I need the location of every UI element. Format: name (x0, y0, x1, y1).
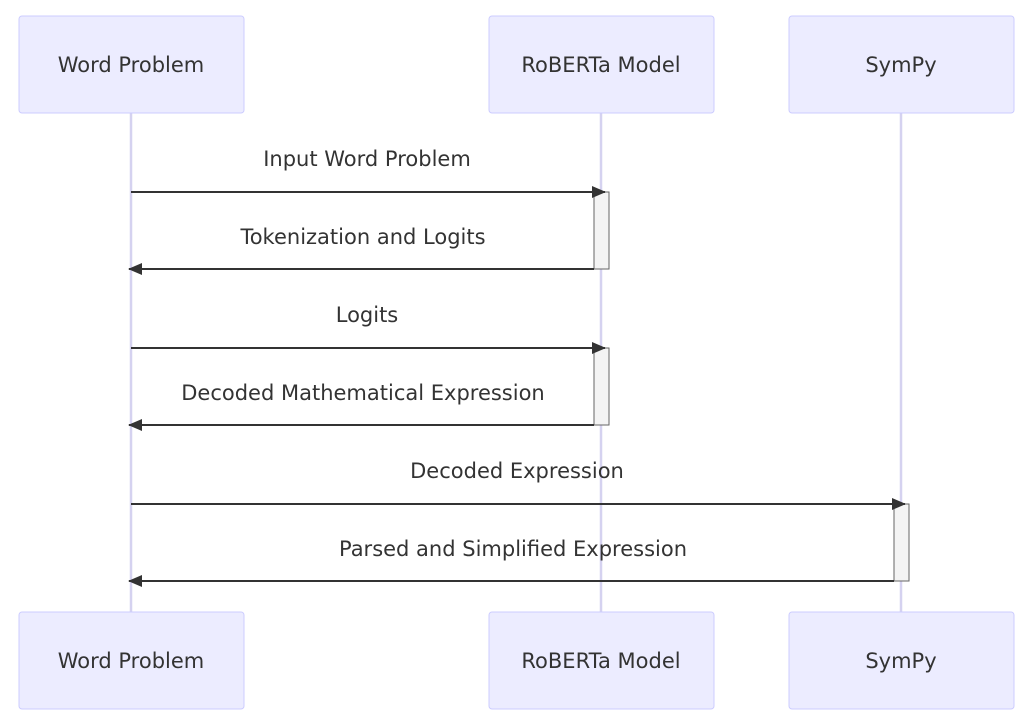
message-1: Input Word Problem (131, 147, 606, 198)
activation-roberta-2 (593, 347, 610, 426)
message-3: Logits (131, 303, 606, 354)
message-2: Tokenization and Logits (128, 225, 594, 275)
actor-top-sympy: SymPy (788, 15, 1015, 114)
actor-top-roberta-model: RoBERTa Model (488, 15, 715, 114)
message-label: Tokenization and Logits (239, 225, 485, 249)
actor-bottom-word-problem: Word Problem (18, 611, 245, 710)
actor-label: SymPy (865, 53, 936, 77)
actor-top-word-problem: Word Problem (18, 15, 245, 114)
actor-label: RoBERTa Model (521, 53, 680, 77)
message-6: Parsed and Simplified Expression (128, 537, 894, 587)
message-label: Parsed and Simplified Expression (339, 537, 687, 561)
actor-label: SymPy (865, 649, 936, 673)
activation-roberta-1 (593, 191, 610, 270)
message-label: Logits (336, 303, 399, 327)
message-label: Decoded Mathematical Expression (181, 381, 545, 405)
message-label: Input Word Problem (263, 147, 471, 171)
actor-bottom-sympy: SymPy (788, 611, 1015, 710)
actor-label: Word Problem (58, 649, 205, 673)
message-label: Decoded Expression (410, 459, 624, 483)
message-4: Decoded Mathematical Expression (128, 381, 594, 431)
message-5: Decoded Expression (131, 459, 906, 510)
activation-sympy (893, 503, 910, 582)
actor-bottom-roberta-model: RoBERTa Model (488, 611, 715, 710)
actor-label: RoBERTa Model (521, 649, 680, 673)
actor-label: Word Problem (58, 53, 205, 77)
